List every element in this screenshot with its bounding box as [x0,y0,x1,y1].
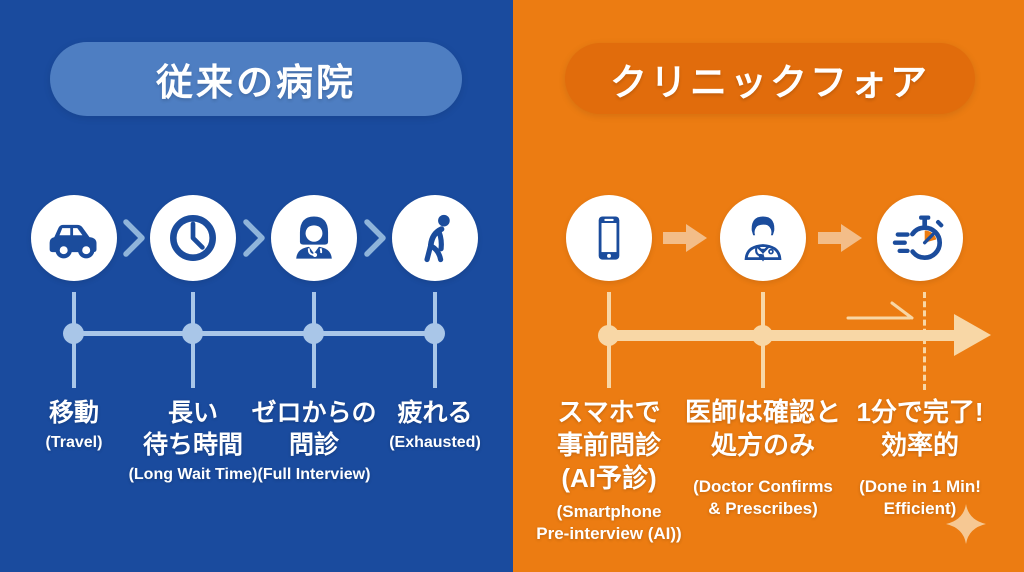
timeline-arrow-line [609,330,957,341]
right-title-pill: クリニックフォア [565,43,975,114]
step-label-en: Pre-interview (AI)) [536,524,682,544]
timeline-dot [424,323,445,344]
left-title: 従来の病院 [156,62,356,103]
step-label-ja: 1分で完了! [856,397,984,427]
speed-arrow-icon [846,301,914,320]
stopwatch-icon [892,215,944,261]
step-label-smartphone: スマホで 事前問診 (AI予診) (Smartphone Pre-intervi… [504,396,714,545]
step-label-ja: 医師は確認と [684,397,841,427]
step-circle-travel [31,195,117,281]
step-circle-doctor [720,195,806,281]
female-doctor-icon [296,216,332,259]
timeline-dot [303,323,324,344]
step-label-en: & Prescribes) [708,499,818,519]
male-doctor-icon [744,216,782,262]
timeline-dot [752,325,773,346]
step-label-ja: 処方のみ [710,430,815,461]
step-label-ja: 長い [167,399,218,427]
step-label-en: (Smartphone [556,502,662,522]
step-label-ja: 事前問診 [556,430,661,461]
clinic-fore-panel: クリニックフォア [513,0,1024,572]
timeline-dot [63,323,84,344]
step-label-ja: 待ち時間 [142,430,243,459]
step-label-ja: ゼロからの [251,399,377,427]
step-label-ja: 移動 [48,399,99,427]
chevron-right-icon [364,219,386,257]
chevron-right-icon [123,219,145,257]
step-circle-wait [150,195,236,281]
traditional-hospital-panel: 従来の病院 [0,0,513,572]
step-label-doctor: 医師は確認と 処方のみ (Doctor Confirms & Prescribe… [658,396,868,520]
step-label-wait: 長い 待ち時間 (Long Wait Time) [98,398,288,485]
arrow-right-icon [818,224,862,252]
timeline-line [72,331,438,336]
step-label-en: (Done in 1 Min! [859,477,981,497]
step-label-en: (Doctor Confirms [693,477,833,497]
step-circle-stopwatch [877,195,963,281]
step-label-en: (Travel) [45,433,103,451]
step-circle-exhausted [392,195,478,281]
timeline-dot [182,323,203,344]
step-label-en: (Long Wait Time) [128,465,258,483]
car-icon [49,224,97,259]
step-label-ja: 問診 [288,430,339,459]
step-label-stopwatch: 1分で完了! 効率的 (Done in 1 Min! Efficient) [815,396,1024,520]
step-label-en: Efficient) [883,499,957,519]
step-circle-smartphone [566,195,652,281]
tired-person-icon [424,214,450,263]
step-label-en: (Full Interview) [257,465,371,483]
step-label-en: (Exhausted) [389,433,481,451]
step-label-ja: 効率的 [880,430,959,461]
timeline-dot [598,325,619,346]
step-circle-interview [271,195,357,281]
sparkle-icon [946,504,986,544]
step-label-ja: 疲れる [397,399,473,427]
chevron-right-icon [243,219,265,257]
step-label-ja: (AI予診) [561,463,657,494]
step-label-interview: ゼロからの 問診 (Full Interview) [219,398,409,485]
clock-icon [170,215,216,261]
arrow-right-icon [663,224,707,252]
left-title-pill: 従来の病院 [50,42,462,116]
smartphone-icon [598,216,620,260]
right-title: クリニックフォア [610,61,930,103]
step-label-travel: 移動 (Travel) [0,398,169,454]
timeline-arrowhead [954,314,991,356]
step-label-ja: スマホで [557,397,661,427]
step-label-exhausted: 疲れる (Exhausted) [340,398,530,454]
timeline-dashed-tick [923,292,926,390]
